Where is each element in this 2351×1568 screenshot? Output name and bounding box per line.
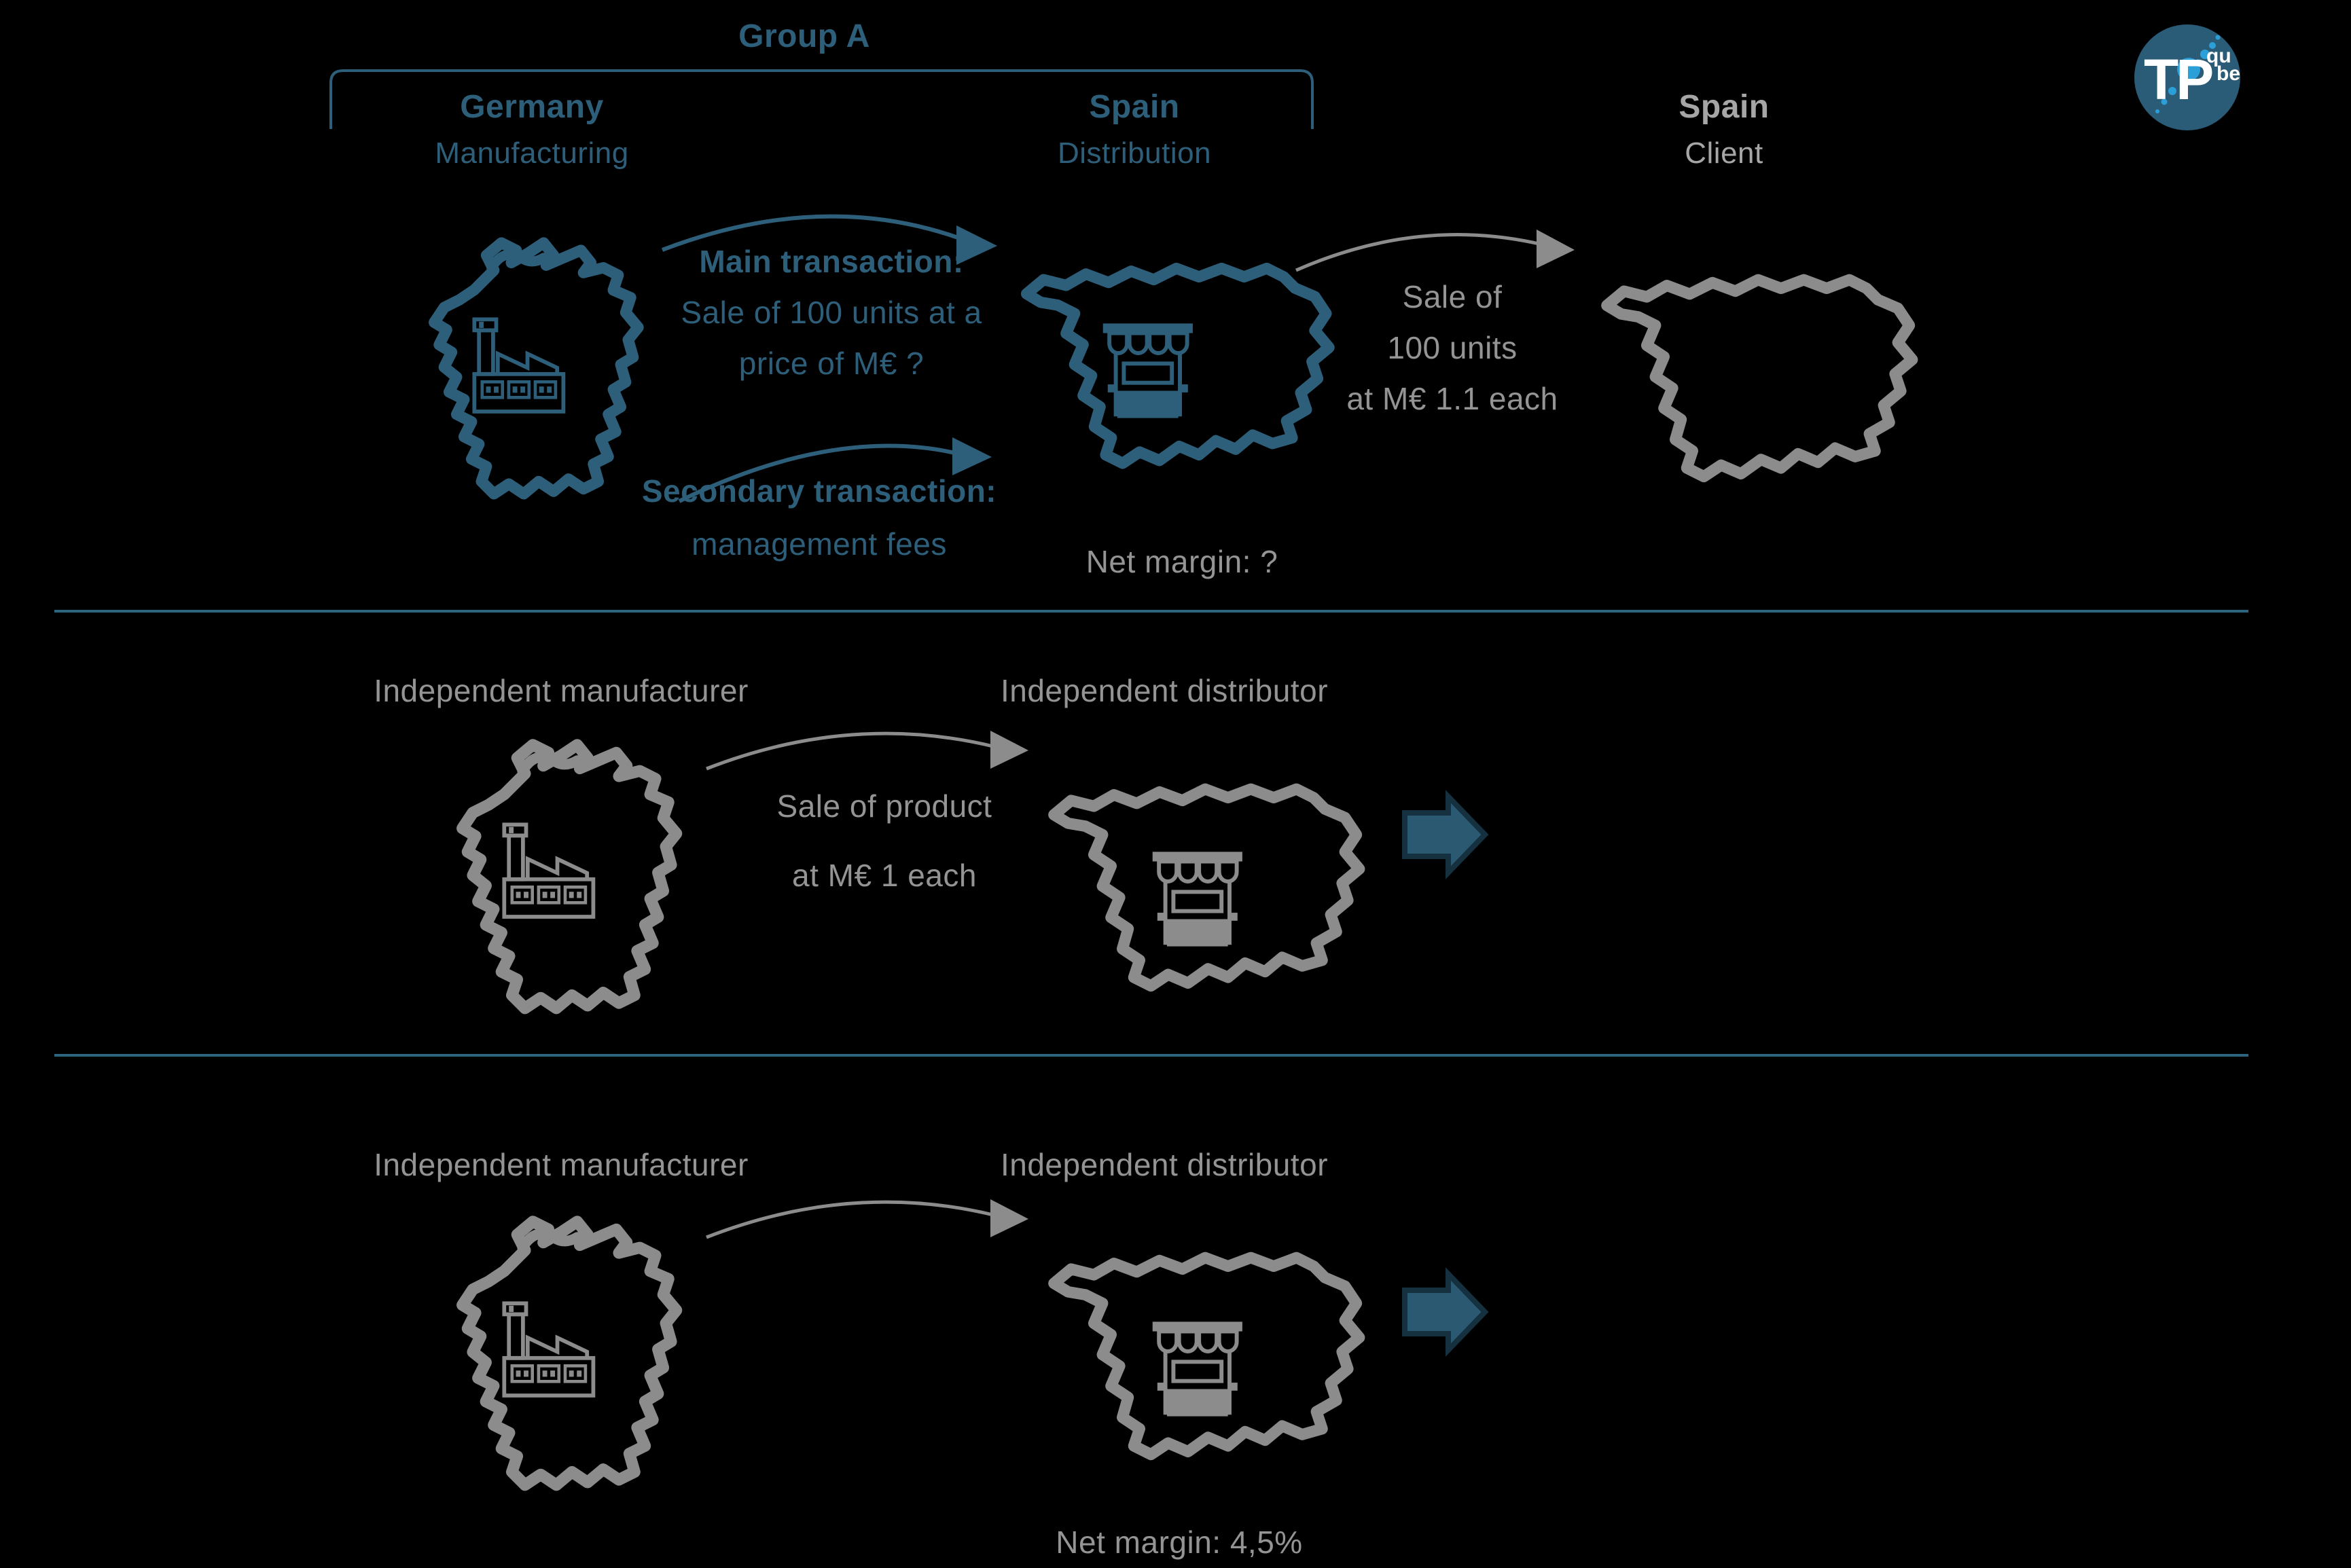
main-transaction-line2: price of M€ ? — [738, 346, 925, 381]
logo-tp-text: TP — [2144, 48, 2212, 111]
main-transaction-title: Main transaction: — [699, 244, 964, 279]
secondary-transaction-arrow — [678, 437, 992, 503]
row3-distributor-label: Independent distributor — [1000, 1147, 1329, 1182]
spain-map-client — [1607, 280, 1912, 477]
secondary-transaction-line: management fees — [692, 526, 947, 562]
spain-map-distribution — [1026, 268, 1329, 463]
germany-map-row3 — [463, 1222, 677, 1485]
main-transaction-arrow — [661, 214, 997, 265]
column-spain-distribution-role: Distribution — [1057, 136, 1212, 170]
germany-map-row2 — [463, 745, 677, 1008]
sale-to-client-line2: 100 units — [1387, 330, 1518, 365]
germany-map-group-a — [434, 243, 638, 494]
main-transaction-text: Main transaction: Sale of 100 units at a… — [681, 243, 982, 396]
spain-map-row2 — [1054, 789, 1359, 986]
sale-of-product-line2: at M€ 1 each — [792, 858, 977, 893]
factory-icon-row2 — [504, 824, 593, 917]
logo-qu-text: qu — [2206, 45, 2231, 67]
logo-dots — [2155, 35, 2221, 113]
result-arrow-row3 — [1405, 1274, 1485, 1350]
row2-distributor-label: Independent distributor — [1000, 673, 1329, 708]
store-icon-row2 — [1153, 852, 1242, 946]
result-arrow-row2 — [1405, 797, 1485, 873]
column-germany-country: Germany — [460, 89, 604, 125]
row3-manufacturer-label: Independent manufacturer — [374, 1147, 749, 1182]
net-margin-row1: Net margin: ? — [1085, 544, 1278, 579]
spain-map-row3 — [1054, 1258, 1359, 1455]
column-spain-client-role: Client — [1685, 136, 1763, 170]
logo-be-text: be — [2217, 62, 2240, 85]
row2-manufacturer-label: Independent manufacturer — [374, 673, 749, 708]
column-spain-client-country: Spain — [1679, 89, 1770, 125]
secondary-transaction-text: Secondary transaction: management fees — [642, 473, 997, 579]
sale-to-client-text: Sale of 100 units at M€ 1.1 each — [1346, 278, 1558, 431]
group-a-bracket — [329, 69, 1314, 129]
column-germany-role: Manufacturing — [435, 136, 629, 170]
group-a-label: Group A — [738, 18, 870, 54]
factory-icon-row3 — [504, 1303, 593, 1396]
factory-icon-group-a — [474, 319, 563, 412]
sale-of-product-arrow — [706, 731, 1028, 771]
store-icon-row3 — [1153, 1321, 1242, 1416]
sale-to-client-line1: Sale of — [1402, 279, 1503, 314]
main-transaction-line1: Sale of 100 units at a — [681, 295, 982, 330]
column-spain-distribution-country: Spain — [1089, 89, 1180, 125]
row3-transaction-arrow — [706, 1199, 1028, 1239]
sale-of-product-text: Sale of product at M€ 1 each — [777, 788, 992, 926]
sale-to-client-arrow — [1295, 230, 1575, 272]
net-margin-row3: Net margin: 4,5% — [1056, 1525, 1303, 1560]
sale-of-product-line1: Sale of product — [776, 788, 992, 824]
store-icon-distribution — [1103, 323, 1193, 418]
secondary-transaction-title: Secondary transaction: — [641, 473, 997, 509]
sale-to-client-line3: at M€ 1.1 each — [1346, 381, 1558, 416]
tpqube-logo: TP qu be — [2134, 24, 2240, 130]
